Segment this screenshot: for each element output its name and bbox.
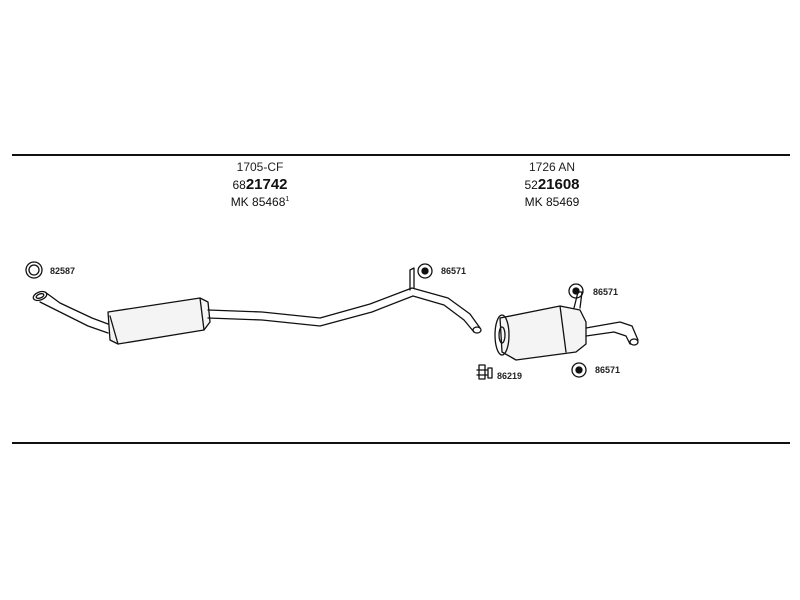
rear-section-label: 1726 AN 5221608 MK 85469	[497, 161, 607, 208]
hanger-2-ref: 86571	[593, 287, 619, 297]
rear-muffler-icon	[494, 305, 587, 361]
rubber-hanger-2-icon	[568, 283, 584, 299]
rear-mk-label: MK	[524, 195, 543, 209]
front-section-label: 1705-CF 6821742 MK 854681	[205, 161, 315, 208]
hanger-1-ref: 86571	[441, 266, 467, 276]
tail-pipe-end	[629, 338, 639, 346]
front-mk-number: 85468	[252, 195, 286, 209]
rear-part-prefix: 52	[524, 178, 538, 192]
intermediate-pipe-end	[472, 326, 482, 334]
front-inlet-pipe	[39, 291, 109, 334]
front-part-main: 21742	[245, 176, 288, 193]
top-divider	[12, 154, 790, 156]
front-mk-label: MK	[230, 195, 249, 209]
gasket-ref: 82587	[50, 266, 76, 276]
rear-section-part-number: 5221608	[497, 177, 607, 192]
front-part-prefix: 68	[232, 178, 246, 192]
front-section-part-number: 6821742	[205, 177, 315, 192]
rear-part-main: 21608	[537, 176, 580, 193]
front-section-mk: MK 854681	[205, 196, 315, 208]
bottom-divider	[12, 442, 790, 444]
pipe-hanger-stub	[409, 267, 415, 291]
clamp-icon	[476, 364, 493, 380]
front-section-code: 1705-CF	[236, 160, 284, 174]
clamp-ref: 86219	[497, 371, 523, 381]
rear-mk-number: 85469	[545, 195, 580, 209]
middle-muffler-icon	[107, 297, 211, 345]
rubber-hanger-3-icon	[571, 362, 587, 378]
intermediate-pipe	[207, 287, 481, 333]
rear-section-mk: MK 85469	[497, 196, 607, 208]
gasket-icon	[25, 261, 43, 279]
muffler-hanger-bracket	[573, 291, 583, 309]
rear-section-code: 1726 AN	[528, 160, 576, 174]
hanger-3-ref: 86571	[595, 365, 621, 375]
front-mk-note: 1	[285, 196, 290, 203]
rubber-hanger-1-icon	[417, 263, 433, 279]
tail-pipe	[585, 321, 639, 345]
